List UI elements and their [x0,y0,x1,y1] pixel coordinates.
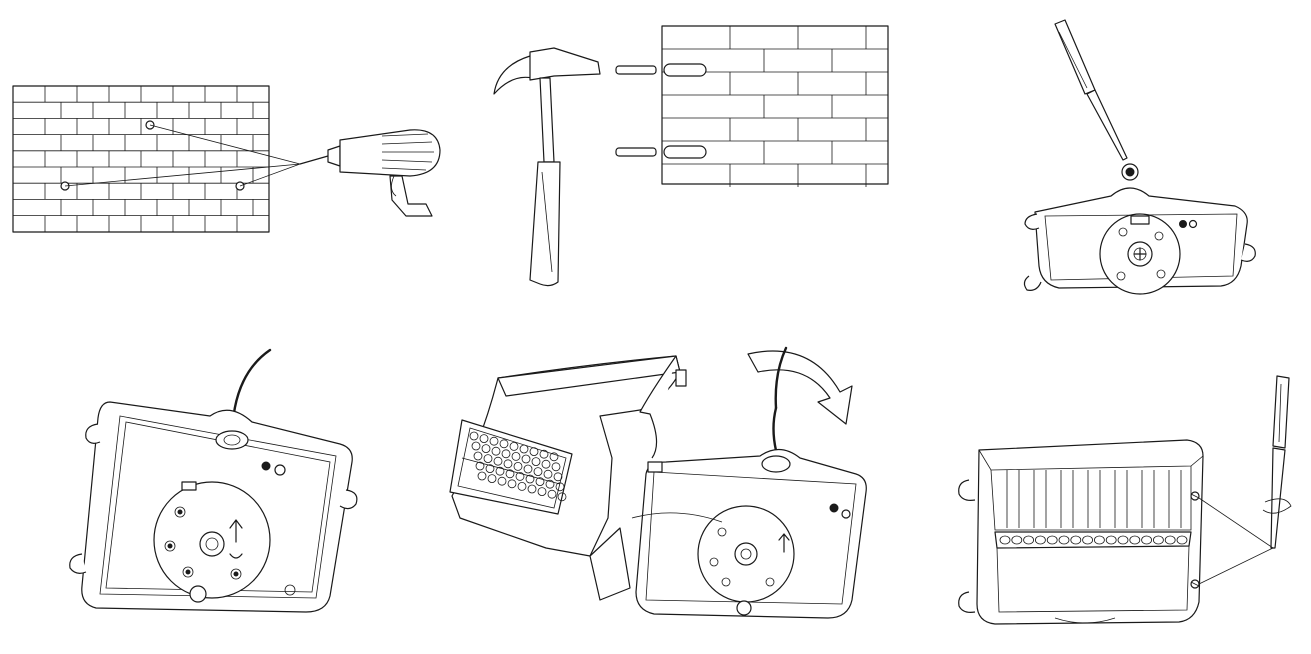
assembled-fixture-icon [958,439,1204,625]
step-2-hammer-anchors [490,22,900,292]
drill-target-lines [60,120,301,191]
light-head-icon [449,355,687,601]
step-5-attach-head [440,338,880,638]
brick-wall-icon [661,25,889,187]
step-4-feed-cable [60,346,370,626]
brick-wall-icon [12,85,270,233]
rotate-arrow-icon [747,350,853,425]
wall-anchor-icon [615,63,707,159]
step-6-tighten-screws [955,370,1305,640]
up-arrow-icon [229,519,243,559]
base-plate-icon [69,401,358,613]
power-drill-icon [299,129,441,217]
base-plate-icon [631,346,867,619]
step-1-drill-holes [10,80,450,240]
base-plate-icon [1023,163,1256,295]
screwdriver-icon [1198,375,1292,585]
screwdriver-icon [1054,19,1128,161]
step-3-remove-screw [1015,18,1285,298]
hammer-icon [493,47,601,287]
